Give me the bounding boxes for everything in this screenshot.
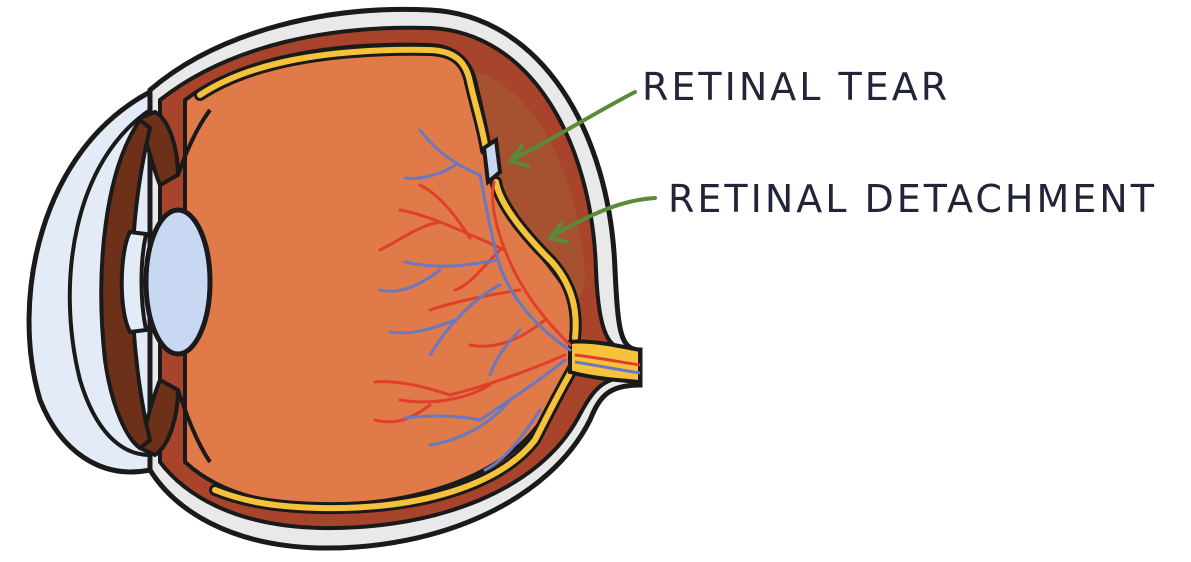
retina-attached-upper-fill [197,46,489,153]
lens [143,207,213,357]
arrowhead-icon [548,222,569,244]
cornea-inner-line [67,108,152,457]
retina-detached-fill [493,179,579,341]
arteries [373,180,572,424]
retinal-detachment-label: RETINAL DETACHMENT [668,177,1157,221]
retina-attached-lower-fill [212,362,578,512]
arrowhead-icon [508,144,530,168]
pupil-aperture [119,229,149,335]
curved-arrow-icon [510,90,637,162]
retinal-detachment-arrow [548,196,657,244]
ciliary-upper [176,108,212,176]
optic-nerve-vessel-red [574,353,641,367]
veins [378,128,572,472]
retinal-tear-arrow [508,90,637,168]
ciliary-lower [176,389,212,464]
optic-nerve-vessel-blue [574,360,641,375]
detached-space [468,70,585,300]
curved-arrow-icon [550,196,657,238]
optic-nerve [568,339,642,385]
retinal-tear-label: RETINAL TEAR [642,65,950,109]
retinal-tear-flap [481,136,503,186]
